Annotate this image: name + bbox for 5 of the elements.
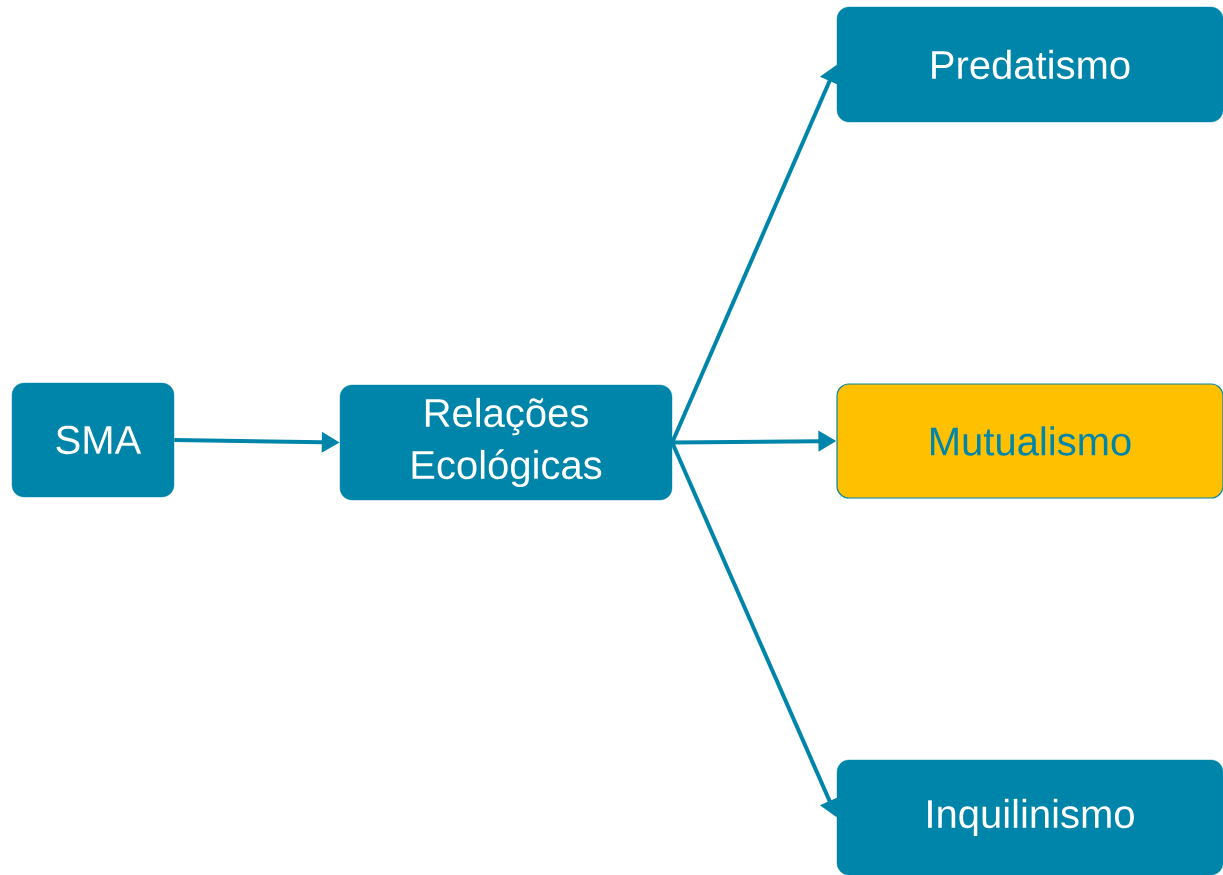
box: SMA — [11, 382, 175, 498]
box: Relações Ecológicas — [339, 384, 673, 501]
box: Mutualismo — [836, 383, 1223, 499]
box: Predatismo — [836, 6, 1223, 123]
box: Inquilinismo — [836, 759, 1223, 875]
